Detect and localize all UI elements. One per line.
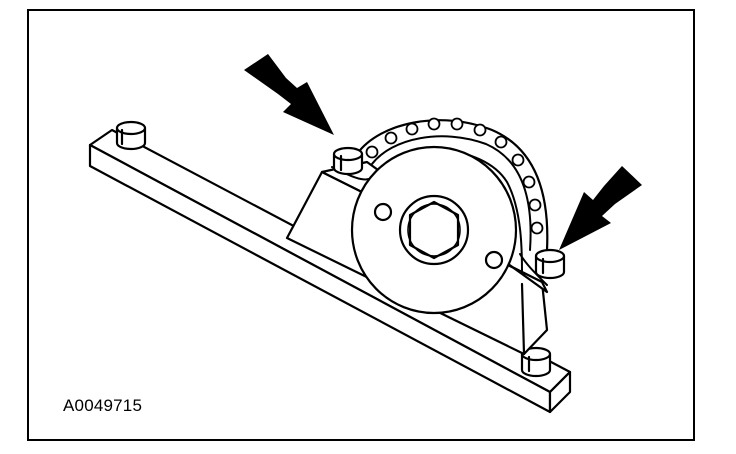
base-bolt-left: [115, 120, 147, 151]
technical-illustration: [88, 54, 642, 414]
base-plate: [88, 128, 572, 414]
figure-id-label: A0049715: [63, 396, 143, 415]
timing-chain: [355, 117, 549, 252]
base-bolt-right: [520, 346, 552, 378]
retaining-bolt-right: [534, 248, 566, 280]
arrow-left-icon: [244, 54, 334, 135]
chain-links: [365, 117, 544, 235]
arrow-right-icon: [559, 166, 642, 250]
figure-frame: A0049715: [27, 9, 695, 441]
retaining-bolt-left: [332, 146, 364, 176]
timing-sprocket: [350, 145, 518, 315]
